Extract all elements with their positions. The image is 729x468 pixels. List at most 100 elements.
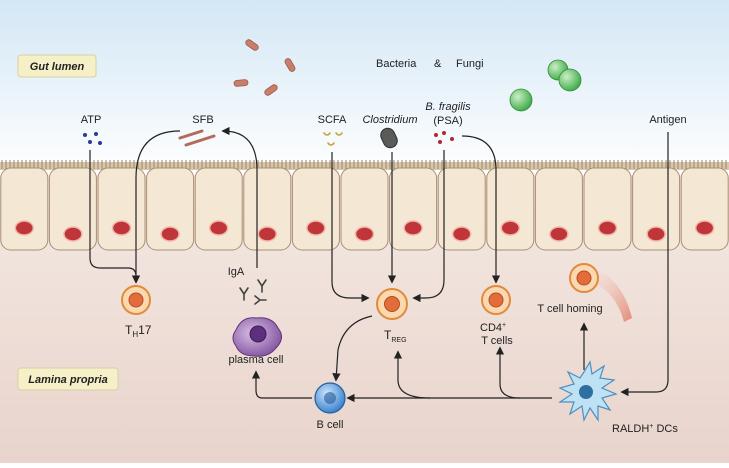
homing-t-cell — [569, 263, 599, 293]
bfragilis-label: B. fragilis — [425, 101, 471, 113]
epithelial-nucleus — [208, 220, 229, 236]
epithelial-cell — [194, 167, 243, 251]
epithelial-cell — [340, 167, 389, 251]
atp-dots — [83, 132, 102, 145]
fungi-group — [509, 59, 582, 112]
gut-lumen-label-box — [17, 54, 97, 78]
plasma-cell-label: plasma cell — [228, 354, 283, 366]
treg-cell — [376, 288, 408, 320]
arrow-bcell-plasma — [251, 370, 312, 399]
th17-label: TH17 — [125, 323, 152, 339]
epithelial-cell — [534, 167, 583, 251]
sfb-filaments — [178, 129, 216, 147]
epithelial-nucleus — [646, 226, 666, 242]
cd4-t-cell — [481, 285, 511, 315]
epithelial-nucleus — [160, 226, 180, 242]
epithelial-nucleus — [694, 220, 715, 236]
fungi-label: Fungi — [456, 58, 484, 70]
t-cell-homing-label: T cell homing — [537, 303, 602, 315]
epithelial-nucleus — [111, 220, 132, 236]
atp-dot — [94, 132, 98, 136]
arrow-dc-treg — [393, 350, 431, 399]
antibody — [239, 287, 249, 301]
bacterium-rod — [245, 39, 259, 51]
epithelial-nucleus — [257, 226, 278, 242]
b-cell — [314, 382, 346, 414]
arrow-scfa-treg — [331, 152, 370, 303]
arrow-sfb-up — [221, 126, 258, 268]
epithelial-cell — [243, 167, 292, 251]
clostridium-label: Clostridium — [362, 114, 417, 126]
bacterium-rod — [264, 84, 278, 96]
cd4-label: CD4+ — [480, 322, 506, 334]
psa-dot — [438, 140, 442, 144]
plasma-cell — [232, 317, 282, 357]
scfa-label: SCFA — [318, 114, 347, 126]
atp-dot — [83, 133, 87, 137]
epithelial-cell — [583, 167, 632, 251]
arrow-antigen-dc — [620, 132, 669, 397]
sfb-filament — [184, 134, 216, 147]
bacteria-label: Bacteria — [376, 58, 417, 70]
psa-dots — [434, 131, 454, 144]
scfa-marks — [323, 132, 343, 146]
epithelial-nucleus — [500, 220, 521, 236]
gut-lumen-region — [0, 0, 729, 175]
ampersand-label: & — [434, 58, 442, 70]
bacterium-rod — [284, 58, 296, 72]
epithelial-cell — [437, 167, 486, 251]
psa-dot — [442, 131, 446, 135]
epithelial-nucleus — [597, 220, 618, 236]
t-cells-label: T cells — [481, 335, 513, 347]
th17-cell — [121, 285, 151, 315]
treg-label: TREG — [384, 328, 407, 344]
antigen-label: Antigen — [649, 114, 686, 126]
iga-antibodies — [239, 279, 267, 305]
antibody — [254, 295, 267, 305]
arrow-sfb-th17 — [131, 130, 181, 284]
scfa-mark — [327, 142, 335, 146]
epithelial-cell — [97, 167, 146, 251]
bacterium-rod — [233, 79, 249, 87]
psa-label: (PSA) — [433, 115, 462, 127]
epithelial-cell — [48, 167, 97, 251]
scfa-mark — [323, 132, 331, 136]
epithelial-nucleus — [63, 226, 83, 242]
iga-label: IgA — [228, 266, 245, 278]
sfb-filament — [178, 129, 204, 140]
raldh-dc-label: RALDH+ DCs — [612, 423, 678, 435]
arrow-psa-treg — [412, 150, 445, 303]
homing-trail — [592, 268, 632, 322]
arrow-psa-cd4 — [461, 135, 501, 284]
arrow-dc-cd4 — [495, 346, 521, 399]
psa-dot — [434, 133, 438, 137]
lamina-propria-label-box — [17, 367, 119, 391]
epithelial-cell — [291, 167, 340, 251]
epithelial-nucleus — [354, 226, 375, 242]
fungus-sphere — [558, 68, 582, 92]
atp-label: ATP — [81, 114, 102, 126]
lamina-propria-label: Lamina propria — [28, 374, 107, 386]
atp-dot — [88, 140, 92, 144]
antibody — [257, 279, 267, 293]
epithelial-nucleus — [306, 220, 326, 236]
microvilli-strip — [0, 162, 729, 170]
epithelial-cell — [146, 167, 195, 251]
raldh-dendritic-cell — [558, 360, 618, 422]
epithelial-nucleus — [403, 220, 423, 236]
epithelium — [0, 160, 729, 251]
pathway-arrows — [89, 126, 669, 403]
epithelial-cell — [0, 167, 49, 251]
epithelial-cell — [486, 167, 535, 251]
epithelial-nucleus — [451, 226, 472, 242]
b-cell-label: B cell — [317, 419, 344, 431]
clostridium-rod — [380, 127, 398, 149]
scfa-mark — [335, 132, 343, 136]
epithelial-cell — [680, 167, 729, 251]
fungus-sphere — [509, 88, 533, 112]
sfb-label: SFB — [192, 114, 213, 126]
epithelial-nucleus — [549, 226, 569, 242]
epithelial-cell — [389, 167, 438, 251]
